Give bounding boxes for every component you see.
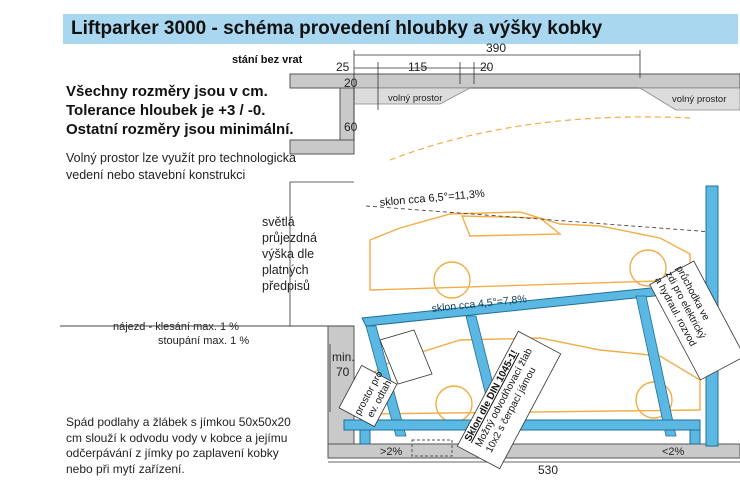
access-label-box: průchodka ve zdi pro elektrický a hydrau…: [649, 260, 740, 381]
note-line: Spád podlahy a žlábek s jímkou 50x50x20: [66, 415, 291, 429]
dim-width-top: 390: [486, 41, 506, 55]
entrance-lintel: [289, 139, 355, 155]
note-free-space: Volný prostor lze využít pro technologic…: [66, 150, 296, 184]
note-line: průjezdná: [262, 231, 317, 245]
sump-pit: [411, 439, 453, 457]
note-line: předpisů: [262, 279, 310, 293]
dim-ceiling-60: 60: [344, 120, 358, 134]
note-line: světlá: [262, 215, 295, 229]
note-line: nebo při mytí zařízení.: [66, 461, 185, 476]
upper-slope: sklon cca 6,5°=11,3%: [365, 116, 713, 233]
free-space-labels: volný prostor volný prostor: [388, 93, 726, 105]
note-line: odčerpávání z jímky po zaplavení kobky: [66, 446, 279, 460]
structure: [60, 73, 740, 459]
dim-min-label: min.: [332, 350, 355, 364]
note-line: platných: [262, 263, 309, 277]
slope-upper-label: sklon cca 6,5°=11,3%: [379, 188, 485, 209]
title-bar: Liftparker 3000 - schéma provedení hloub…: [63, 14, 738, 44]
dimension-lines: [289, 50, 740, 463]
free-space-right: [638, 87, 740, 111]
lower-car: [361, 337, 701, 423]
dim-ceiling-20: 20: [344, 76, 358, 90]
notes-main: Všechny rozměry jsou v cm. Tolerance hlo…: [66, 82, 294, 139]
dimension-texts: 390 25 115 20 20 60 min. 70 530: [332, 41, 558, 477]
note-line: cm slouží k odvodu vody v kobce a jejímu: [66, 430, 288, 445]
sump-label-box: prostor pro ev. odtah: [338, 364, 398, 428]
note-line: vedení nebo stavební konstrukci: [66, 168, 246, 182]
label-gate: stání bez vrat: [232, 54, 303, 66]
dim-bottom-width: 530: [538, 463, 558, 477]
note-line: Volný prostor lze využít pro technologic…: [66, 151, 296, 165]
ramp-descent-label: nájezd - klesání max. 1 %: [113, 321, 239, 333]
note-line: Tolerance hloubek je +3 / -0.: [66, 102, 266, 119]
note-line: výška dle: [262, 247, 315, 261]
ramp-ascent-label: stoupání max. 1 %: [158, 335, 250, 347]
free-space-label-left: volný prostor: [388, 93, 442, 104]
dim-inner-115: 115: [408, 60, 427, 74]
note-line: Ostatní rozměry jsou minimální.: [66, 121, 294, 138]
page-title: Liftparker 3000 - schéma provedení hloub…: [71, 18, 603, 39]
upper-car: [369, 211, 691, 299]
towing-box: [379, 329, 433, 385]
dim-inner-20: 20: [480, 60, 494, 74]
ceiling-slab: [289, 73, 740, 89]
note-drain: Spád podlahy a žlábek s jímkou 50x50x20 …: [66, 415, 291, 477]
pit-floor: [327, 443, 740, 459]
floor-slope-left: >2%: [380, 446, 403, 458]
dim-min-value: 70: [336, 365, 350, 379]
floor-slope-labels: >2% <2%: [380, 446, 685, 458]
note-clear-height: světlá průjezdná výška dle platných před…: [262, 214, 317, 294]
free-space-label-right: volný prostor: [672, 94, 726, 105]
note-line: Všechny rozměry jsou v cm.: [66, 83, 268, 100]
floor-slope-right: <2%: [662, 446, 685, 458]
dim-left-offset: 25: [336, 60, 350, 74]
